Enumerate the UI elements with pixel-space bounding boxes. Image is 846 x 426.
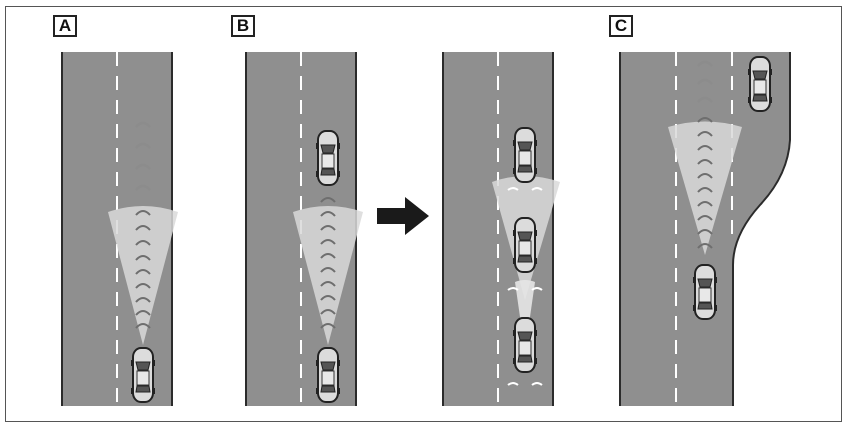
car-icon	[512, 127, 538, 183]
car-icon	[315, 347, 341, 403]
car-icon	[692, 264, 718, 320]
right-arrow-icon	[377, 197, 429, 235]
radar-beam-icon	[293, 206, 363, 345]
panel-label-b: B	[231, 15, 255, 37]
car-icon	[130, 347, 156, 403]
panel-b-before	[245, 52, 363, 406]
car-icon	[512, 217, 538, 273]
panel-a	[61, 52, 178, 406]
car-icon	[512, 317, 538, 373]
car-icon	[315, 130, 341, 186]
panel-b-after	[442, 52, 560, 406]
panel-c	[619, 52, 791, 406]
panel-label-a: A	[53, 15, 77, 37]
car-icon	[747, 56, 773, 112]
panel-label-c: C	[609, 15, 633, 37]
radar-beam-icon	[108, 206, 178, 345]
